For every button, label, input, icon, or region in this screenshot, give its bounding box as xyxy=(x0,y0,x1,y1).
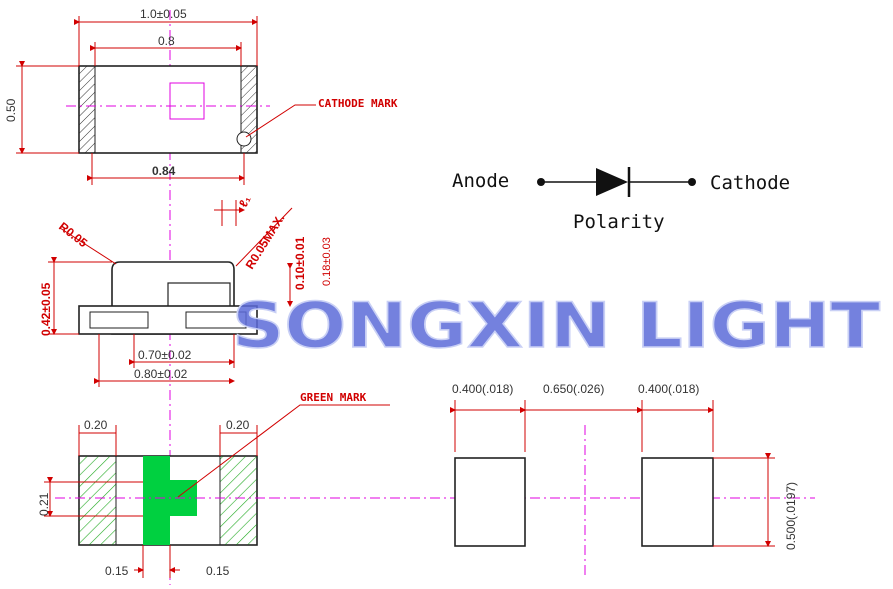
cathode-mark-label: CATHODE MARK xyxy=(318,97,398,110)
footprint-pad-1 xyxy=(454,457,526,547)
top-view-right-hatch xyxy=(240,65,258,154)
side-inner-length-label: 0.70±0.02 xyxy=(138,348,192,362)
polarity-title: Polarity xyxy=(573,211,665,233)
radius-right-label: R0.05MAX. xyxy=(243,212,288,272)
footprint-pad-2 xyxy=(641,457,714,547)
watermark-logo: SONGXIN LIGHT xyxy=(232,289,880,362)
top-inner-width-label: 0.8 xyxy=(158,34,175,48)
bottom-view: 0.20 0.20 0.21 0.15 0.15 GREEN MARK xyxy=(37,391,390,578)
footprint-gap-label: 0.650(.026) xyxy=(543,382,604,396)
angle-mark-label: ℓ₁ xyxy=(236,194,253,210)
footprint-pad-height-label: 0.500(.0197) xyxy=(784,482,798,550)
green-mark-label: GREEN MARK xyxy=(300,391,367,404)
side-thickness-alt-label: 0.18±0.03 xyxy=(321,237,333,286)
bottom-right-pad xyxy=(219,455,258,546)
side-outer-length-label: 0.80±0.02 xyxy=(134,367,188,381)
footprint-pad2-width-label: 0.400(.018) xyxy=(638,382,699,396)
top-view-body xyxy=(78,65,258,154)
anode-label: Anode xyxy=(452,170,509,192)
cathode-label: Cathode xyxy=(710,172,790,194)
footprint: 0.400(.018) 0.650(.026) 0.400(.018) 0.50… xyxy=(270,382,815,575)
cathode-terminal xyxy=(688,178,696,186)
side-thickness-label: 0.10±0.01 xyxy=(293,236,307,290)
polarity-symbol: Anode Cathode Polarity xyxy=(452,167,790,233)
bottom-pad-left-label: 0.20 xyxy=(84,418,108,432)
bottom-left-pad xyxy=(78,455,117,546)
cathode-notch xyxy=(236,131,252,147)
top-bottom-width-label: 0.84 xyxy=(152,164,176,178)
bottom-mark-height-label: 0.21 xyxy=(37,492,51,516)
top-height-label: 0.50 xyxy=(4,98,18,122)
top-overall-width-label: 1.0±0.05 xyxy=(140,7,187,21)
diode-triangle-icon xyxy=(596,168,628,196)
bottom-pad-right-label: 0.20 xyxy=(226,418,250,432)
bottom-gap-left-label: 0.15 xyxy=(105,564,129,578)
top-view: 1.0±0.05 0.8 0.50 0.84 CATHODE MARK xyxy=(4,7,398,185)
chip-outline xyxy=(169,82,205,120)
side-height-label: 0.42±0.05 xyxy=(39,282,53,336)
top-view-left-hatch xyxy=(78,65,96,154)
footprint-pad1-width-label: 0.400(.018) xyxy=(452,382,513,396)
side-view-base xyxy=(78,305,258,335)
bottom-gap-right-label: 0.15 xyxy=(206,564,230,578)
radius-left-label: R0.05 xyxy=(56,219,90,250)
